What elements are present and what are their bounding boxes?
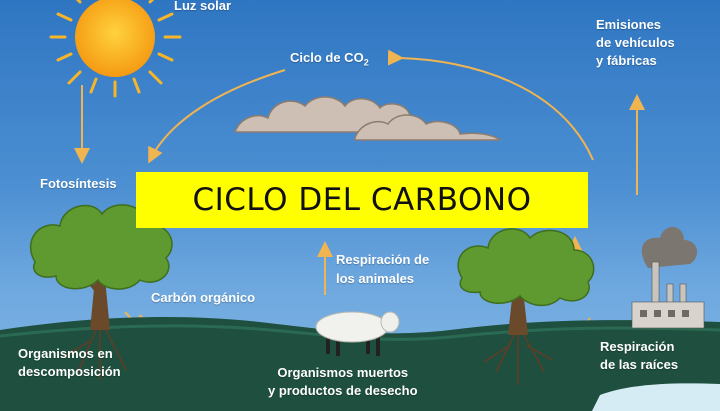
label-emissions: Emisiones de vehículos y fábricas	[596, 16, 675, 70]
label-root-respiration-line2: de las raíces	[600, 357, 679, 372]
label-emissions-line1: Emisiones	[596, 17, 662, 32]
label-root-respiration: Respiración de las raíces	[600, 338, 678, 374]
label-sunlight: Luz solar	[174, 0, 232, 13]
sun-icon	[49, 0, 182, 98]
label-dead-organisms: Organismos muertos y productos de desech…	[268, 364, 418, 400]
label-animal-respiration-line2: los animales	[336, 271, 415, 286]
label-emissions-line2: de vehículos	[596, 35, 675, 50]
water	[592, 383, 720, 411]
label-co2-subscript: 2	[363, 57, 369, 68]
label-root-respiration-line1: Respiración	[600, 339, 675, 354]
label-photosynthesis: Fotosíntesis	[40, 176, 117, 191]
page-title: CICLO DEL CARBONO	[192, 182, 532, 218]
title-banner: CICLO DEL CARBONO	[136, 172, 588, 228]
ground	[0, 316, 720, 411]
label-emissions-line3: y fábricas	[596, 53, 657, 68]
label-animal-respiration-line1: Respiración de	[336, 252, 430, 267]
factory-icon	[631, 226, 705, 329]
label-dead-organisms-line2: y productos de desecho	[268, 383, 418, 398]
label-animal-respiration: Respiración de los animales	[336, 250, 429, 288]
label-dead-organisms-line1: Organismos muertos	[277, 365, 409, 380]
cloud-icon	[233, 96, 503, 141]
label-co2-cycle: Ciclo de CO2	[290, 50, 369, 71]
label-organic-carbon: Carbón orgánico	[151, 290, 256, 305]
label-decomposing: Organismos en descomposición	[18, 345, 121, 381]
label-decomposing-line2: descomposición	[18, 364, 121, 379]
label-co2-text: Ciclo de CO	[290, 50, 364, 65]
sheep-icon	[315, 311, 400, 356]
tree-right-icon	[457, 228, 595, 385]
label-decomposing-line1: Organismos en	[18, 346, 113, 361]
